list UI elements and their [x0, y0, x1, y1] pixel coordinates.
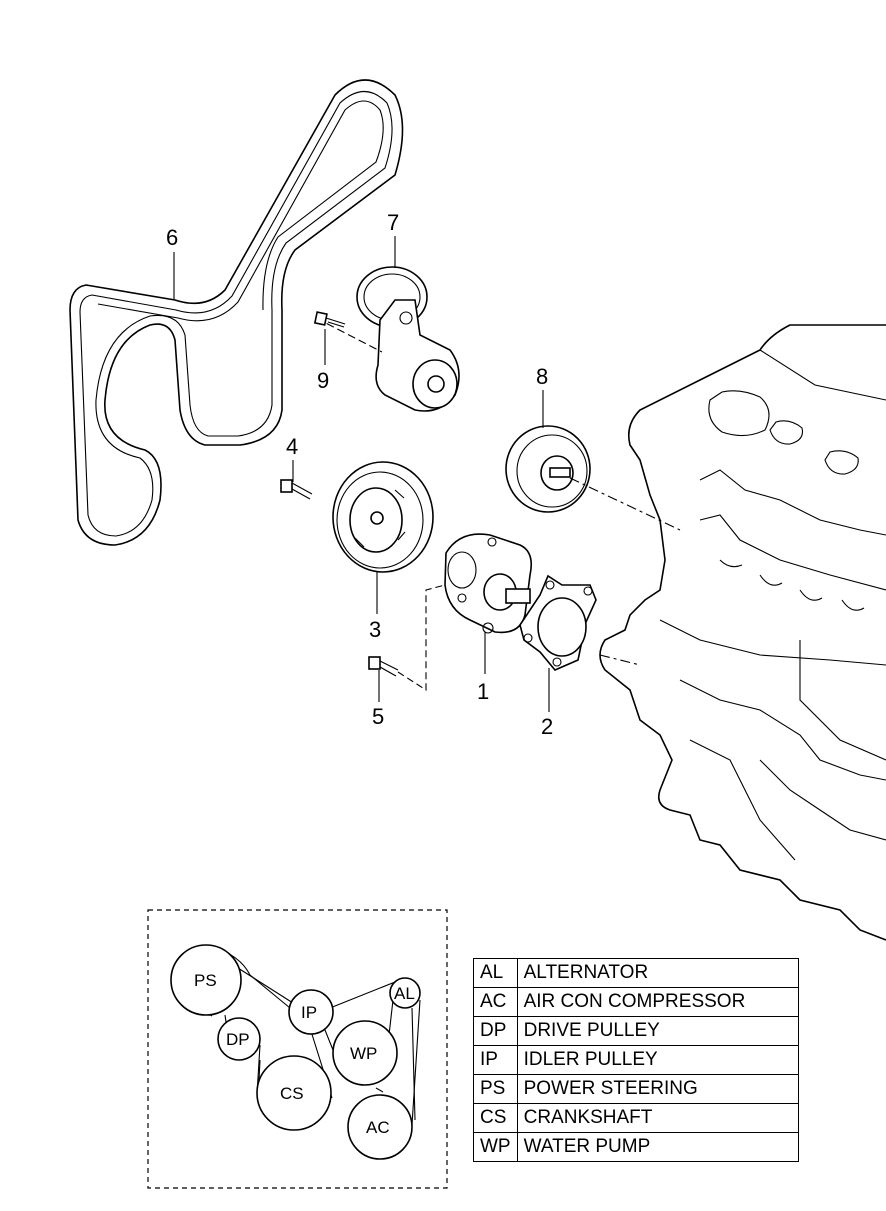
callout-8: 8 — [536, 364, 548, 389]
bolt-4 — [280, 479, 313, 500]
node-ac: AC — [366, 1118, 390, 1137]
legend-code: WP — [473, 1132, 518, 1162]
callout-9: 9 — [317, 368, 329, 393]
callout-1: 1 — [477, 679, 489, 704]
water-pump-pulley — [332, 461, 434, 573]
belt-tensioner — [315, 266, 460, 412]
legend-code: DP — [473, 1016, 518, 1046]
water-pump — [444, 533, 533, 634]
bolt-9 — [313, 311, 346, 328]
callout-2: 2 — [541, 714, 553, 739]
node-cs: CS — [280, 1084, 304, 1103]
callout-leaders — [173, 236, 550, 712]
legend-code: AL — [473, 958, 518, 988]
callout-4: 4 — [286, 434, 298, 459]
legend-code: PS — [473, 1074, 518, 1104]
node-dp: DP — [226, 1030, 250, 1049]
callout-6: 6 — [166, 225, 178, 250]
engine-block — [599, 324, 886, 941]
legend-code: AC — [473, 987, 518, 1017]
callout-7: 7 — [387, 210, 399, 235]
node-ip: IP — [301, 1003, 317, 1022]
node-ps: PS — [194, 971, 217, 990]
callout-5: 5 — [372, 704, 384, 729]
callout-3: 3 — [369, 617, 381, 642]
legend-name: DRIVE PULLEY — [516, 1016, 800, 1046]
legend-name: CRANKSHAFT — [516, 1103, 800, 1133]
water-pump-gasket — [519, 574, 641, 671]
legend-name: POWER STEERING — [516, 1074, 800, 1104]
drive-belt — [69, 79, 404, 546]
belt-routing-inset — [147, 909, 448, 1189]
legend-code: CS — [473, 1103, 518, 1133]
node-al: AL — [394, 984, 415, 1003]
legend-name: IDLER PULLEY — [516, 1045, 800, 1075]
idler-pulley — [505, 425, 681, 531]
node-wp: WP — [350, 1044, 377, 1063]
legend-name: WATER PUMP — [516, 1132, 800, 1162]
legend-name: ALTERNATOR — [516, 958, 800, 988]
legend-code: IP — [473, 1045, 518, 1075]
bolt-5 — [368, 584, 446, 692]
legend-name: AIR CON COMPRESSOR — [516, 987, 800, 1017]
